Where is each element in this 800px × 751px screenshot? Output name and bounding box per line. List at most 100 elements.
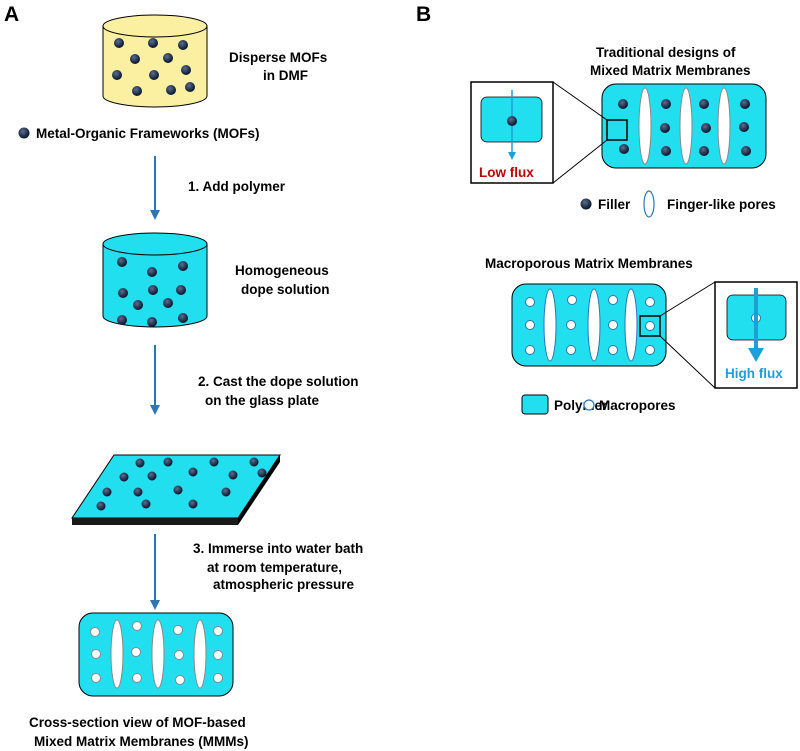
mof-particle	[147, 267, 157, 277]
step2-label-line2: on the glass plate	[205, 393, 320, 408]
mof-particle	[148, 285, 158, 295]
mof-particle	[141, 499, 151, 509]
mof-particle	[209, 457, 219, 467]
finger-pore	[624, 288, 638, 362]
mof-particle	[178, 40, 188, 50]
traditional-title-line1: Traditional designs of	[596, 45, 736, 60]
mof-particle	[163, 457, 173, 467]
finger-pore	[543, 288, 557, 362]
macropore	[525, 345, 535, 355]
disperse-label-line1: Disperse MOFs	[229, 50, 327, 65]
macropore	[174, 650, 184, 660]
mof-particle	[147, 317, 157, 327]
mof-dmf-beaker	[102, 14, 208, 108]
glass-plate	[71, 454, 281, 525]
macropores-legend-icon	[583, 399, 595, 411]
mof-particle	[132, 86, 142, 96]
mof-particle	[661, 146, 671, 156]
mof-particle	[701, 123, 711, 133]
mof-particle	[147, 471, 157, 481]
macropore	[525, 320, 535, 330]
high-flux-inset	[714, 281, 798, 389]
mof-particle	[149, 70, 159, 80]
macropore	[567, 295, 577, 305]
step3-label-line2: at room temperature,	[207, 560, 342, 575]
step1-label: 1. Add polymer	[188, 179, 286, 194]
step3-label-line1: 3. Immerse into water bath	[193, 541, 363, 556]
mof-particle	[185, 82, 195, 92]
macropore	[645, 297, 655, 307]
macropore	[132, 673, 142, 683]
mof-particle	[619, 144, 629, 154]
homogeneous-label-line2: dope solution	[241, 282, 330, 297]
mof-particle	[163, 53, 173, 63]
mmm-cross-section	[78, 612, 234, 697]
mof-particle	[135, 458, 145, 468]
macropore	[525, 297, 535, 307]
macropores-legend-label: Macropores	[599, 398, 676, 413]
polymer-legend-label: Polymer	[554, 398, 608, 413]
panel-b-label: B	[416, 3, 431, 26]
mof-particle	[119, 472, 129, 482]
cross-section-label-line2: Mixed Matrix Membranes (MMMs)	[34, 734, 249, 749]
step2-label-line1: 2. Cast the dope solution	[198, 374, 359, 389]
mof-particle	[661, 99, 671, 109]
mof-particle	[228, 470, 238, 480]
mof-particle	[112, 70, 122, 80]
low-flux-inset	[470, 81, 554, 184]
traditional-membrane	[601, 83, 767, 169]
mof-particle	[221, 487, 231, 497]
traditional-title-line2: Mixed Matrix Membranes	[590, 63, 751, 78]
mof-particle	[178, 261, 188, 271]
macropore	[645, 345, 655, 355]
traditional-zoom-region	[606, 119, 628, 141]
macropore	[645, 321, 655, 331]
macropore	[213, 673, 223, 683]
mof-particle	[118, 288, 128, 298]
macropore	[213, 650, 223, 660]
mof-particle	[163, 298, 173, 308]
macropore	[566, 345, 576, 355]
macropore	[90, 627, 100, 637]
mof-particle	[117, 257, 127, 267]
mof-particle	[618, 99, 628, 109]
mof-particle	[176, 285, 186, 295]
mof-particle	[166, 85, 176, 95]
mof-particle	[740, 99, 750, 109]
macropore	[91, 649, 101, 659]
mof-particle	[178, 313, 188, 323]
finger-pore	[110, 619, 124, 689]
macroporous-title: Macroporous Matrix Membranes	[485, 256, 693, 271]
mof-particle	[148, 38, 158, 48]
finger-pore	[638, 87, 652, 165]
finger-pore	[193, 619, 207, 689]
mof-particle	[739, 122, 749, 132]
mof-particle	[117, 315, 127, 325]
macropore	[608, 295, 618, 305]
high-flux-label: High flux	[725, 366, 783, 381]
cross-section-label-line1: Cross-section view of MOF-based	[29, 715, 246, 730]
mof-particle	[130, 54, 140, 64]
macropore	[132, 621, 142, 631]
mof-legend-dot-icon	[18, 127, 30, 139]
finger-pore	[151, 619, 165, 689]
macropore	[131, 647, 141, 657]
mof-particle	[741, 146, 751, 156]
finger-pore	[679, 87, 693, 165]
macropore	[175, 675, 185, 685]
mof-particle	[173, 485, 183, 495]
mof-particle	[188, 499, 198, 509]
mof-particle	[249, 457, 259, 467]
mof-particle	[257, 468, 267, 478]
mof-particle	[133, 300, 143, 310]
mof-particle	[181, 65, 191, 75]
mof-legend-label: Metal-Organic Frameworks (MOFs)	[36, 126, 260, 141]
mof-particle	[660, 123, 670, 133]
mof-particle	[102, 487, 112, 497]
macroporous-zoom-region	[639, 315, 661, 337]
polymer-legend-icon	[521, 394, 549, 415]
dope-solution-beaker	[102, 232, 208, 328]
disperse-label-line2: in DMF	[263, 68, 308, 83]
mof-particle	[699, 99, 709, 109]
